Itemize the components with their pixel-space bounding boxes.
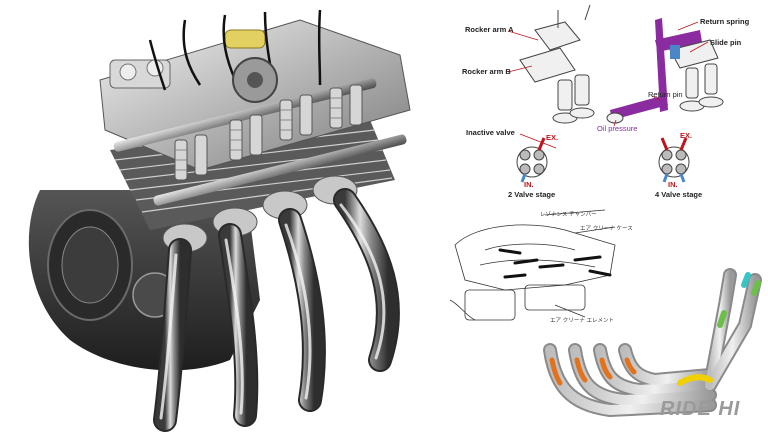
intake-system-line-drawing — [449, 209, 616, 321]
label-in-4-valve: IN. — [668, 180, 678, 189]
spark-plug-wires — [148, 9, 322, 91]
exhaust-sensor-cyan — [741, 272, 751, 288]
exhaust-system-render — [543, 268, 762, 418]
rocker-assembly-2-valve — [519, 4, 595, 124]
label-resonance-chamber: レゾナンス チャンバー — [540, 212, 597, 218]
label-rocker-arm-a: Rocker arm A — [465, 25, 514, 34]
label-air-cleaner-element: エア クリーナ エレメント — [550, 318, 614, 324]
valve-port-4-stage — [658, 137, 690, 183]
label-air-cleaner-case: エア クリーナ ケース — [580, 226, 633, 232]
ignition-coil — [224, 29, 266, 49]
valve-port-2-stage — [516, 137, 548, 183]
label-slide-pin: Slide pin — [710, 38, 742, 47]
label-inactive-valve: Inactive valve — [466, 128, 515, 137]
exhaust-heat-glow — [549, 357, 637, 386]
label-2-valve-stage: 2 Valve stage — [508, 190, 556, 199]
label-ex-2-valve: EX. — [546, 133, 559, 142]
label-ex-4-valve: EX. — [680, 131, 693, 140]
slide-pin-part — [670, 45, 680, 59]
label-return-spring: Return spring — [700, 17, 750, 26]
valve-springs — [174, 84, 363, 181]
rocker-assembly-4-valve — [606, 18, 724, 124]
exhaust-collector-yellow — [677, 374, 713, 386]
label-4-valve-stage: 4 Valve stage — [655, 190, 703, 199]
engine-cutaway-illustration — [28, 9, 411, 432]
valve-switching-diagram — [507, 4, 724, 183]
label-in-2-valve: IN. — [524, 180, 534, 189]
exhaust-header-pipes — [153, 188, 400, 432]
label-rocker-arm-b: Rocker arm B — [462, 67, 511, 76]
ride-hi-logo: RIDE HI — [660, 398, 741, 420]
exhaust-sensor-green — [717, 310, 727, 328]
label-return-pin: Return pin — [648, 90, 683, 99]
label-oil-pressure: Oil pressure — [597, 124, 638, 133]
